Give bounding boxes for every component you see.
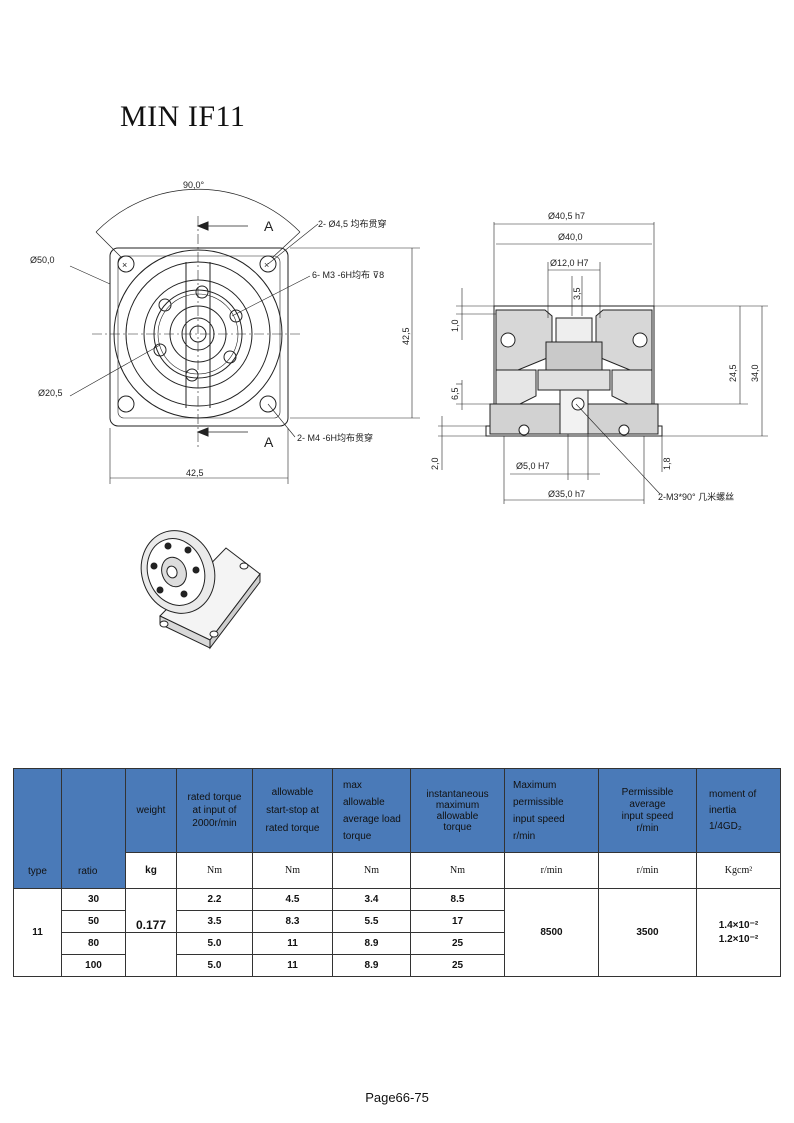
- weight-value: 0.177: [125, 888, 177, 933]
- height-42-5-label: 42,5: [401, 327, 411, 345]
- start-stop-cell: 11: [252, 954, 333, 977]
- header-rated-torque: rated torque at input of 2000r/min: [176, 768, 253, 853]
- diam-20-5-label: Ø20,5: [38, 388, 63, 398]
- unit-inertia: Kgcm²: [696, 852, 781, 889]
- spec-table: type ratio weight rated torque at input …: [13, 768, 781, 977]
- front-view: × ×: [69, 188, 420, 484]
- header-max-permissible-speed: Maximum permissible input speed r/min: [504, 768, 599, 853]
- table-row: 50 3.5 8.3 5.5 17: [14, 910, 781, 933]
- weight-empty: [125, 932, 177, 977]
- section-view: [438, 222, 768, 504]
- header-ratio: ratio: [61, 768, 126, 889]
- unit-max-speed: r/min: [504, 852, 599, 889]
- note-holes: 2- Ø4,5 均布贯穿: [318, 218, 387, 229]
- d35-label: Ø35,0 h7: [548, 489, 585, 499]
- d12-label: Ø12,0 H7: [550, 258, 589, 268]
- d34-0-label: 34,0: [750, 364, 760, 382]
- header-moment-of-inertia: moment of inertia 1/4GD₂: [696, 768, 781, 853]
- page-footer: Page66-75: [365, 1090, 429, 1105]
- note-m3: 6- M3 -6H均布 ⊽8: [312, 269, 384, 280]
- unit-instantaneous: Nm: [410, 852, 505, 889]
- start-stop-cell: 11: [252, 932, 333, 955]
- start-stop-cell: 8.3: [252, 910, 333, 933]
- unit-weight: kg: [125, 852, 177, 889]
- d1-0-label: 1,0: [450, 319, 460, 332]
- diam-50-label: Ø50,0: [30, 255, 55, 265]
- angle-label: 90,0°: [183, 180, 205, 190]
- svg-text:×: ×: [264, 260, 269, 270]
- d5-label: Ø5,0 H7: [516, 461, 550, 471]
- start-stop-cell: 4.5: [252, 888, 333, 911]
- screw-note: 2-M3*90° 几米螺丝: [658, 491, 734, 502]
- d40-0-label: Ø40,0: [558, 232, 583, 242]
- instant-cell: 17: [410, 910, 505, 933]
- ratio-cell: 50: [61, 910, 126, 933]
- table-row: 100 5.0 11 8.9 25: [14, 954, 781, 977]
- table-header-row: type ratio weight rated torque at input …: [13, 768, 781, 889]
- max-speed-value: 8500: [504, 888, 599, 977]
- d2-0-label: 2,0: [430, 457, 440, 470]
- table-units-row: kg Nm Nm Nm Nm r/min r/min Kgcm²: [14, 852, 781, 889]
- type-value: 11: [13, 888, 62, 977]
- unit-start-stop: Nm: [252, 852, 333, 889]
- unit-rated-torque: Nm: [176, 852, 253, 889]
- header-instantaneous-max: instantaneous maximum allowable torque: [410, 768, 505, 853]
- ratio-cell: 100: [61, 954, 126, 977]
- d6-5-label: 6,5: [450, 387, 460, 400]
- width-42-5-label: 42,5: [186, 468, 204, 478]
- header-permissible-average-speed: Permissible average input speed r/min: [598, 768, 697, 853]
- section-mark-top: A: [264, 218, 274, 234]
- avg-load-cell: 8.9: [332, 954, 411, 977]
- svg-text:×: ×: [122, 260, 127, 270]
- rated-cell: 5.0: [176, 954, 253, 977]
- avg-load-cell: 8.9: [332, 932, 411, 955]
- avg-load-cell: 5.5: [332, 910, 411, 933]
- section-mark-bottom: A: [264, 434, 274, 450]
- d3-5-label: 3,5: [572, 287, 582, 300]
- unit-avg-speed: r/min: [598, 852, 697, 889]
- header-type: type: [13, 768, 62, 889]
- header-max-allowable-average: max allowable average load torque: [332, 768, 411, 853]
- instant-cell: 8.5: [410, 888, 505, 911]
- unit-avg-load: Nm: [332, 852, 411, 889]
- d40-5-label: Ø40,5 h7: [548, 211, 585, 221]
- d24-5-label: 24,5: [728, 364, 738, 382]
- header-weight: weight: [125, 768, 177, 853]
- instant-cell: 25: [410, 932, 505, 955]
- rated-cell: 5.0: [176, 932, 253, 955]
- product-illustration: [140, 530, 261, 650]
- instant-cell: 25: [410, 954, 505, 977]
- avg-speed-value: 3500: [598, 888, 697, 977]
- table-row: 11 30 0.177 2.2 4.5 3.4 8.5 8500 3500 1.…: [13, 888, 781, 977]
- d1-8-label: 1,8: [662, 457, 672, 470]
- page-title: MIN IF11: [120, 100, 246, 133]
- ratio-cell: 30: [61, 888, 126, 911]
- rated-cell: 3.5: [176, 910, 253, 933]
- inertia-value: 1.4×10⁻² 1.2×10⁻²: [696, 888, 781, 977]
- avg-load-cell: 3.4: [332, 888, 411, 911]
- ratio-cell: 80: [61, 932, 126, 955]
- technical-drawing: × ×: [30, 180, 768, 650]
- rated-cell: 2.2: [176, 888, 253, 911]
- note-m4: 2- M4 -6H均布贯穿: [297, 432, 373, 443]
- header-allowable-start-stop: allowable start-stop at rated torque: [252, 768, 333, 853]
